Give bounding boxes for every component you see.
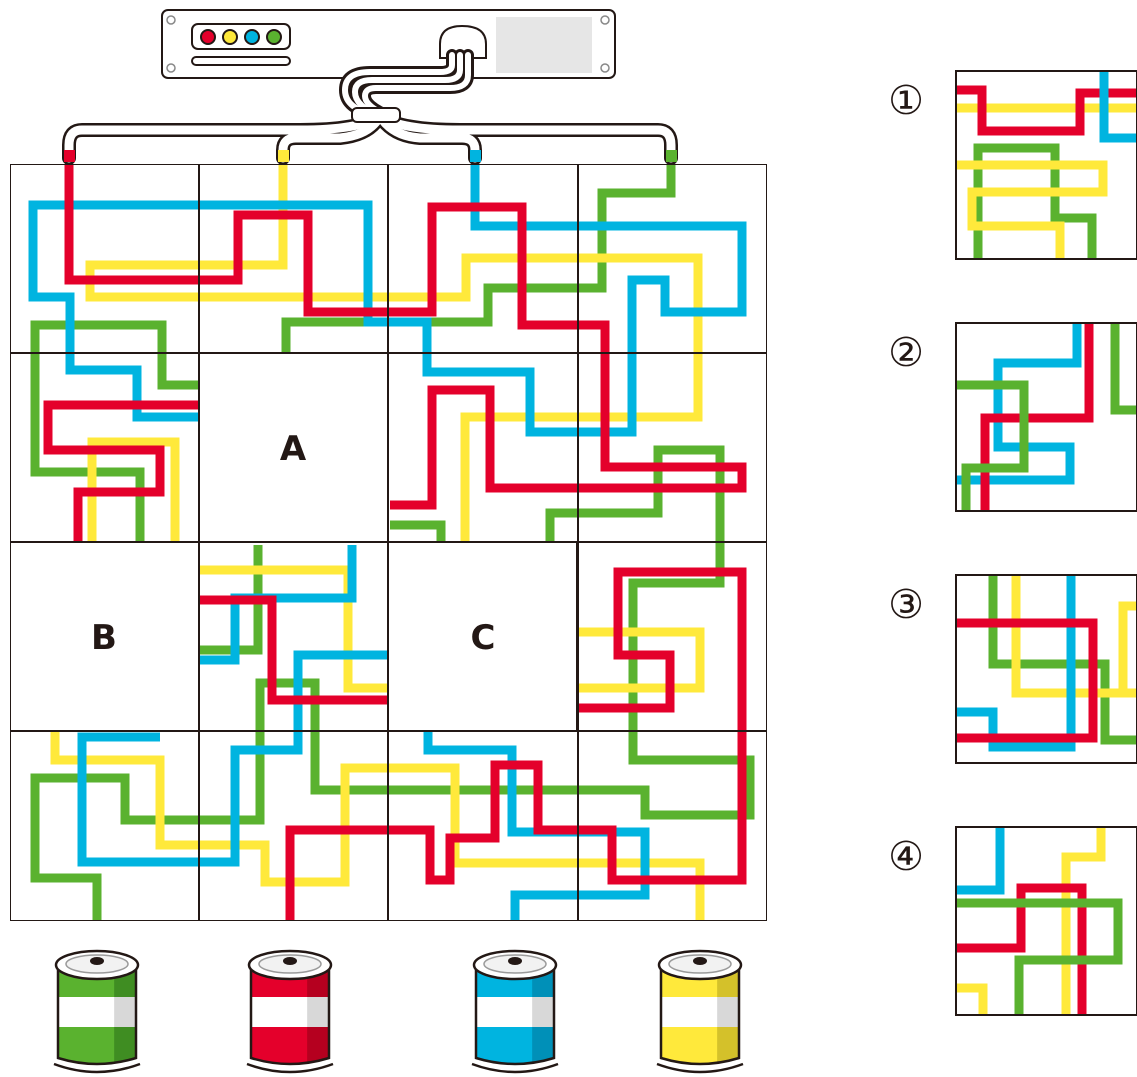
screw-icon bbox=[601, 64, 609, 72]
slot-bar bbox=[192, 57, 290, 65]
option-number: ① bbox=[888, 78, 924, 124]
red-wire bbox=[69, 164, 742, 505]
paint-cans bbox=[54, 951, 743, 1072]
option-number: ③ bbox=[888, 582, 924, 628]
green-light-icon bbox=[267, 30, 281, 44]
option-2[interactable]: ② bbox=[888, 323, 1137, 511]
screw-icon bbox=[167, 64, 175, 72]
yellow-wire bbox=[55, 730, 700, 955]
missing-tile-b[interactable]: B bbox=[10, 542, 199, 731]
missing-tile-label: B bbox=[91, 618, 117, 658]
wire-maze: A B C bbox=[10, 164, 767, 955]
option-number: ② bbox=[888, 330, 924, 376]
red-can bbox=[247, 951, 333, 1072]
green-can bbox=[54, 951, 140, 1072]
missing-tile-label: C bbox=[471, 618, 496, 658]
yellow-wire bbox=[578, 632, 700, 688]
missing-tile-c[interactable]: C bbox=[388, 542, 577, 731]
yellow-can bbox=[657, 951, 743, 1072]
option-4[interactable]: ④ bbox=[888, 827, 1137, 1015]
red-light-icon bbox=[201, 30, 215, 44]
blue-can bbox=[472, 951, 558, 1072]
cable-clamp bbox=[352, 108, 400, 122]
blue-light-icon bbox=[245, 30, 259, 44]
yellow-light-icon bbox=[223, 30, 237, 44]
screw-icon bbox=[167, 16, 175, 24]
option-1[interactable]: ① bbox=[888, 71, 1137, 259]
option-number: ④ bbox=[888, 834, 924, 880]
option-3[interactable]: ③ bbox=[888, 575, 1137, 763]
display-panel bbox=[496, 17, 592, 73]
missing-tile-a[interactable]: A bbox=[199, 353, 388, 542]
missing-tile-label: A bbox=[280, 429, 307, 469]
screw-icon bbox=[601, 16, 609, 24]
green-wire bbox=[35, 325, 200, 385]
